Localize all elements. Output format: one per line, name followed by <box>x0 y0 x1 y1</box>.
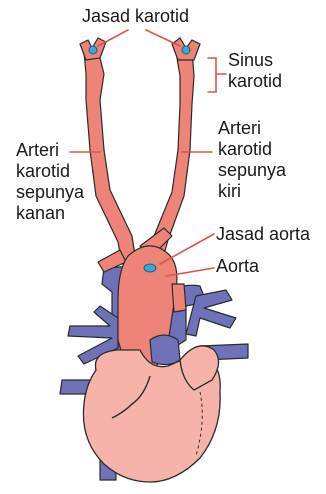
right-common-carotid-artery <box>84 50 136 264</box>
aortic-body <box>144 264 156 272</box>
label-aorta: Aorta <box>216 256 259 277</box>
label-carotid-body-text: Jasad karotid <box>82 6 189 27</box>
label-aorta-text: Aorta <box>216 256 259 277</box>
label-right-common-carotid-line2: karotid <box>16 161 84 182</box>
label-aortic-body: Jasad aorta <box>216 224 310 245</box>
leader-carotid-body-left <box>98 30 128 46</box>
heart <box>83 346 220 482</box>
leader-carotid-sinus-bracket <box>208 58 216 92</box>
label-carotid-sinus-line2: karotid <box>228 71 282 92</box>
label-right-common-carotid-line4: kanan <box>16 203 84 224</box>
label-aortic-body-text: Jasad aorta <box>216 224 310 245</box>
label-right-common-carotid: Arteri karotid sepunya kanan <box>16 140 84 224</box>
label-left-common-carotid-line3: sepunya <box>218 160 286 181</box>
label-left-common-carotid-line4: kiri <box>218 181 286 202</box>
label-carotid-sinus-line1: Sinus <box>228 50 282 71</box>
left-common-carotid-artery <box>148 50 194 262</box>
label-carotid-body: Jasad karotid <box>82 6 189 27</box>
left-carotid-body <box>182 46 190 54</box>
label-left-common-carotid-line2: karotid <box>218 139 286 160</box>
label-carotid-sinus: Sinus karotid <box>228 50 282 92</box>
label-right-common-carotid-line1: Arteri <box>16 140 84 161</box>
label-right-common-carotid-line3: sepunya <box>16 182 84 203</box>
label-left-common-carotid: Arteri karotid sepunya kiri <box>218 118 286 202</box>
descending-aorta <box>172 284 186 312</box>
pulmonary-trunk <box>150 335 180 365</box>
label-left-common-carotid-line1: Arteri <box>218 118 286 139</box>
leader-carotid-body-right <box>146 30 180 46</box>
right-carotid-body <box>89 46 97 54</box>
